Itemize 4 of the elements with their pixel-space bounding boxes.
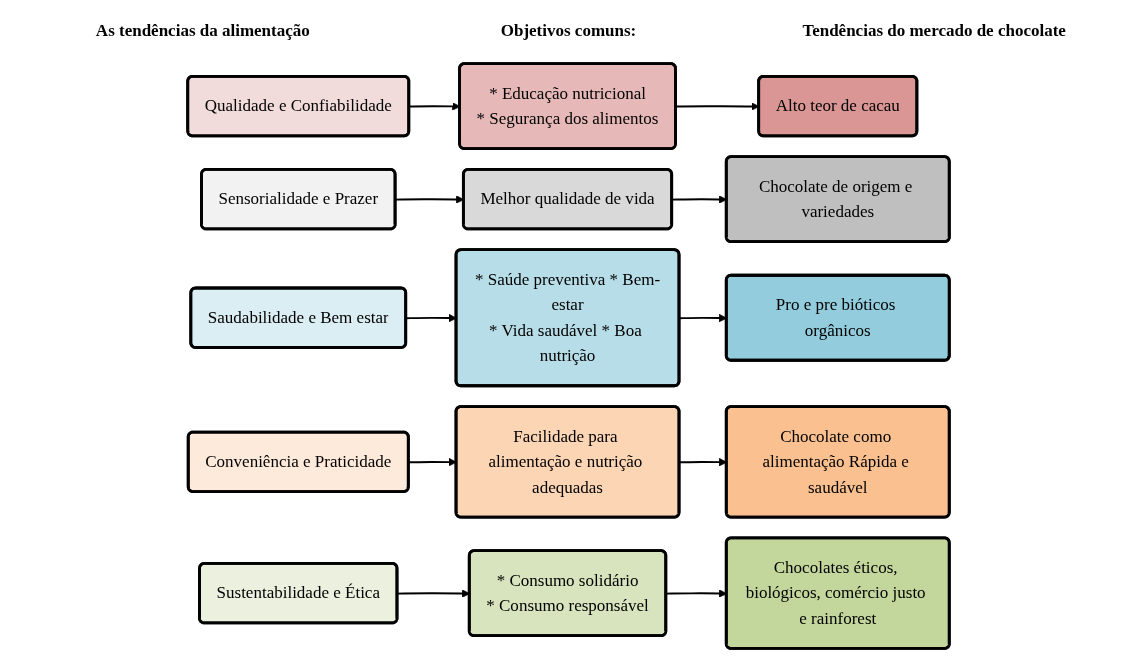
column-heading: Tendências do mercado de chocolate xyxy=(801,21,1067,41)
arrow xyxy=(405,313,457,323)
column-heading: Objetivos comuns: xyxy=(499,21,638,41)
column-heading: As tendências da alimentação xyxy=(94,21,311,41)
